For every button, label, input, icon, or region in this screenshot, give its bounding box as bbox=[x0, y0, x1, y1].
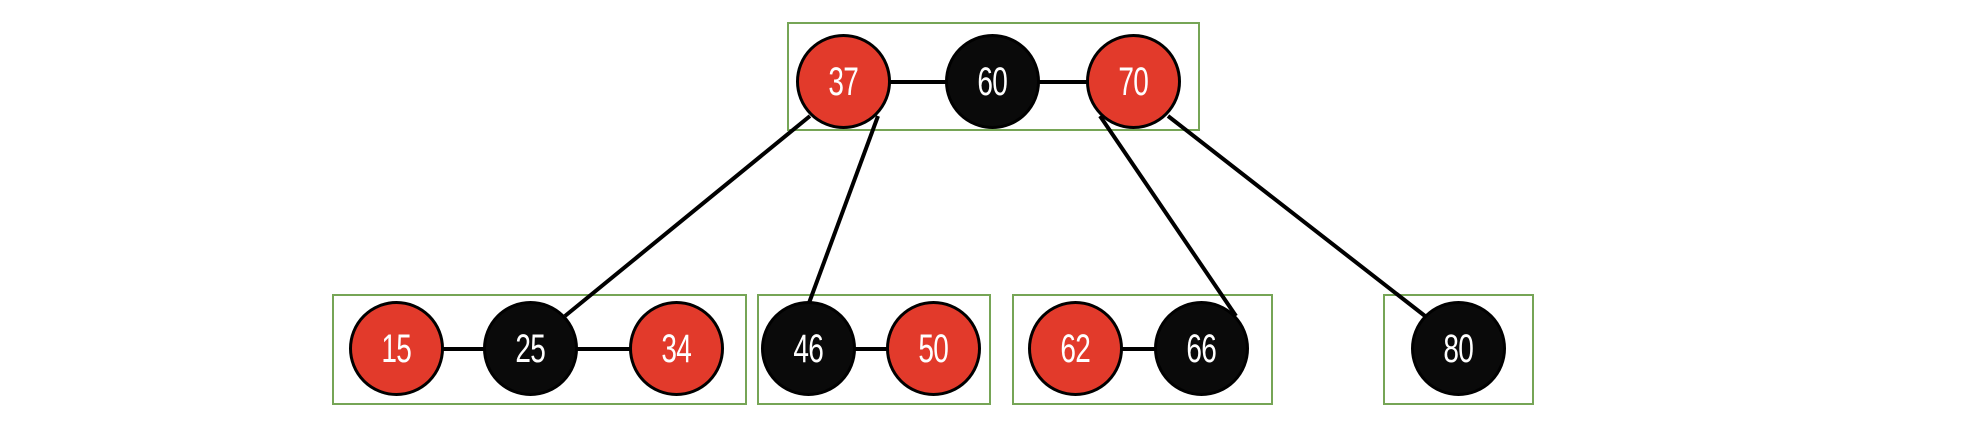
node-50-value: 50 bbox=[918, 326, 949, 371]
node-60: 60 bbox=[945, 34, 1040, 129]
node-46: 46 bbox=[761, 301, 856, 396]
bucket-root bbox=[787, 22, 1200, 131]
node-80: 80 bbox=[1411, 301, 1506, 396]
edge-70-to-66 bbox=[1098, 114, 1238, 318]
node-15: 15 bbox=[349, 301, 444, 396]
node-80-value: 80 bbox=[1443, 326, 1474, 371]
node-66-value: 66 bbox=[1186, 326, 1217, 371]
bucket-leaf-3 bbox=[1012, 294, 1273, 405]
node-66: 66 bbox=[1154, 301, 1249, 396]
node-37: 37 bbox=[796, 34, 891, 129]
node-46-value: 46 bbox=[793, 326, 824, 371]
node-25: 25 bbox=[483, 301, 578, 396]
edge-70-to-80 bbox=[1166, 114, 1427, 318]
edge-37-to-46 bbox=[807, 115, 880, 304]
node-70-value: 70 bbox=[1118, 59, 1149, 104]
node-25-value: 25 bbox=[515, 326, 546, 371]
node-70: 70 bbox=[1086, 34, 1181, 129]
bucket-leaf-2 bbox=[757, 294, 991, 405]
node-34-value: 34 bbox=[661, 326, 692, 371]
edge-37-to-25 bbox=[563, 114, 812, 318]
bucket-leaf-1 bbox=[332, 294, 747, 405]
node-60-value: 60 bbox=[977, 59, 1008, 104]
node-62-value: 62 bbox=[1060, 326, 1091, 371]
node-34: 34 bbox=[629, 301, 724, 396]
node-15-value: 15 bbox=[381, 326, 412, 371]
node-37-value: 37 bbox=[828, 59, 859, 104]
node-50: 50 bbox=[886, 301, 981, 396]
bucket-leaf-4 bbox=[1383, 294, 1534, 405]
node-62: 62 bbox=[1028, 301, 1123, 396]
